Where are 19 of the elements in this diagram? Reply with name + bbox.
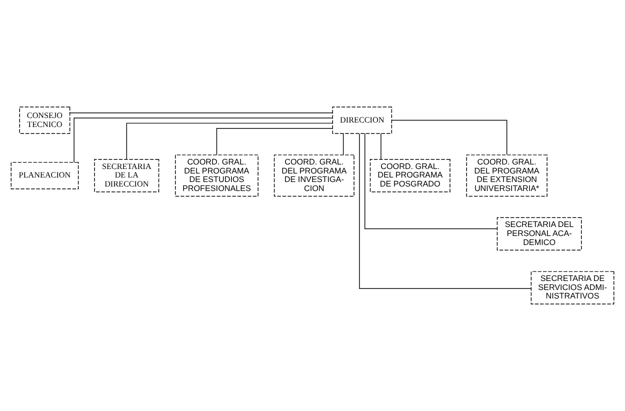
connector — [380, 133, 382, 160]
node-box: SECRETARIA DE SERVICIOS ADMI- NISTRATIVOS — [530, 271, 614, 304]
connector — [359, 133, 532, 289]
node-box: PLANEACION — [10, 162, 79, 190]
connector — [391, 120, 508, 156]
connector — [74, 118, 333, 163]
node-box: DIRECCION — [332, 106, 392, 134]
node-box: COORD. GRAL. DEL PROGRAMA DE EXTENSION UNIVERSITARIA* — [466, 154, 548, 197]
connector — [70, 112, 333, 114]
node-box: COORD. GRAL. DEL PROGRAMA DE ESTUDIOS PROFESIONALES — [175, 154, 258, 197]
node-box: COORD. GRAL. DEL PROGRAMA DE POSGRADO — [370, 159, 450, 192]
node-box: CONSEJO TECNICO — [19, 106, 70, 134]
connector — [364, 133, 498, 230]
node-box: SECRETARIA DEL PERSONAL ACA- DEMICO — [496, 217, 582, 251]
connector — [216, 128, 333, 156]
node-box: SECRETARIA DE LA DIRECCION — [94, 159, 160, 192]
node-box: COORD. GRAL. DEL PROGRAMA DE INVESTIGA- CION — [274, 154, 354, 197]
connector — [342, 133, 344, 156]
connector — [126, 122, 333, 160]
